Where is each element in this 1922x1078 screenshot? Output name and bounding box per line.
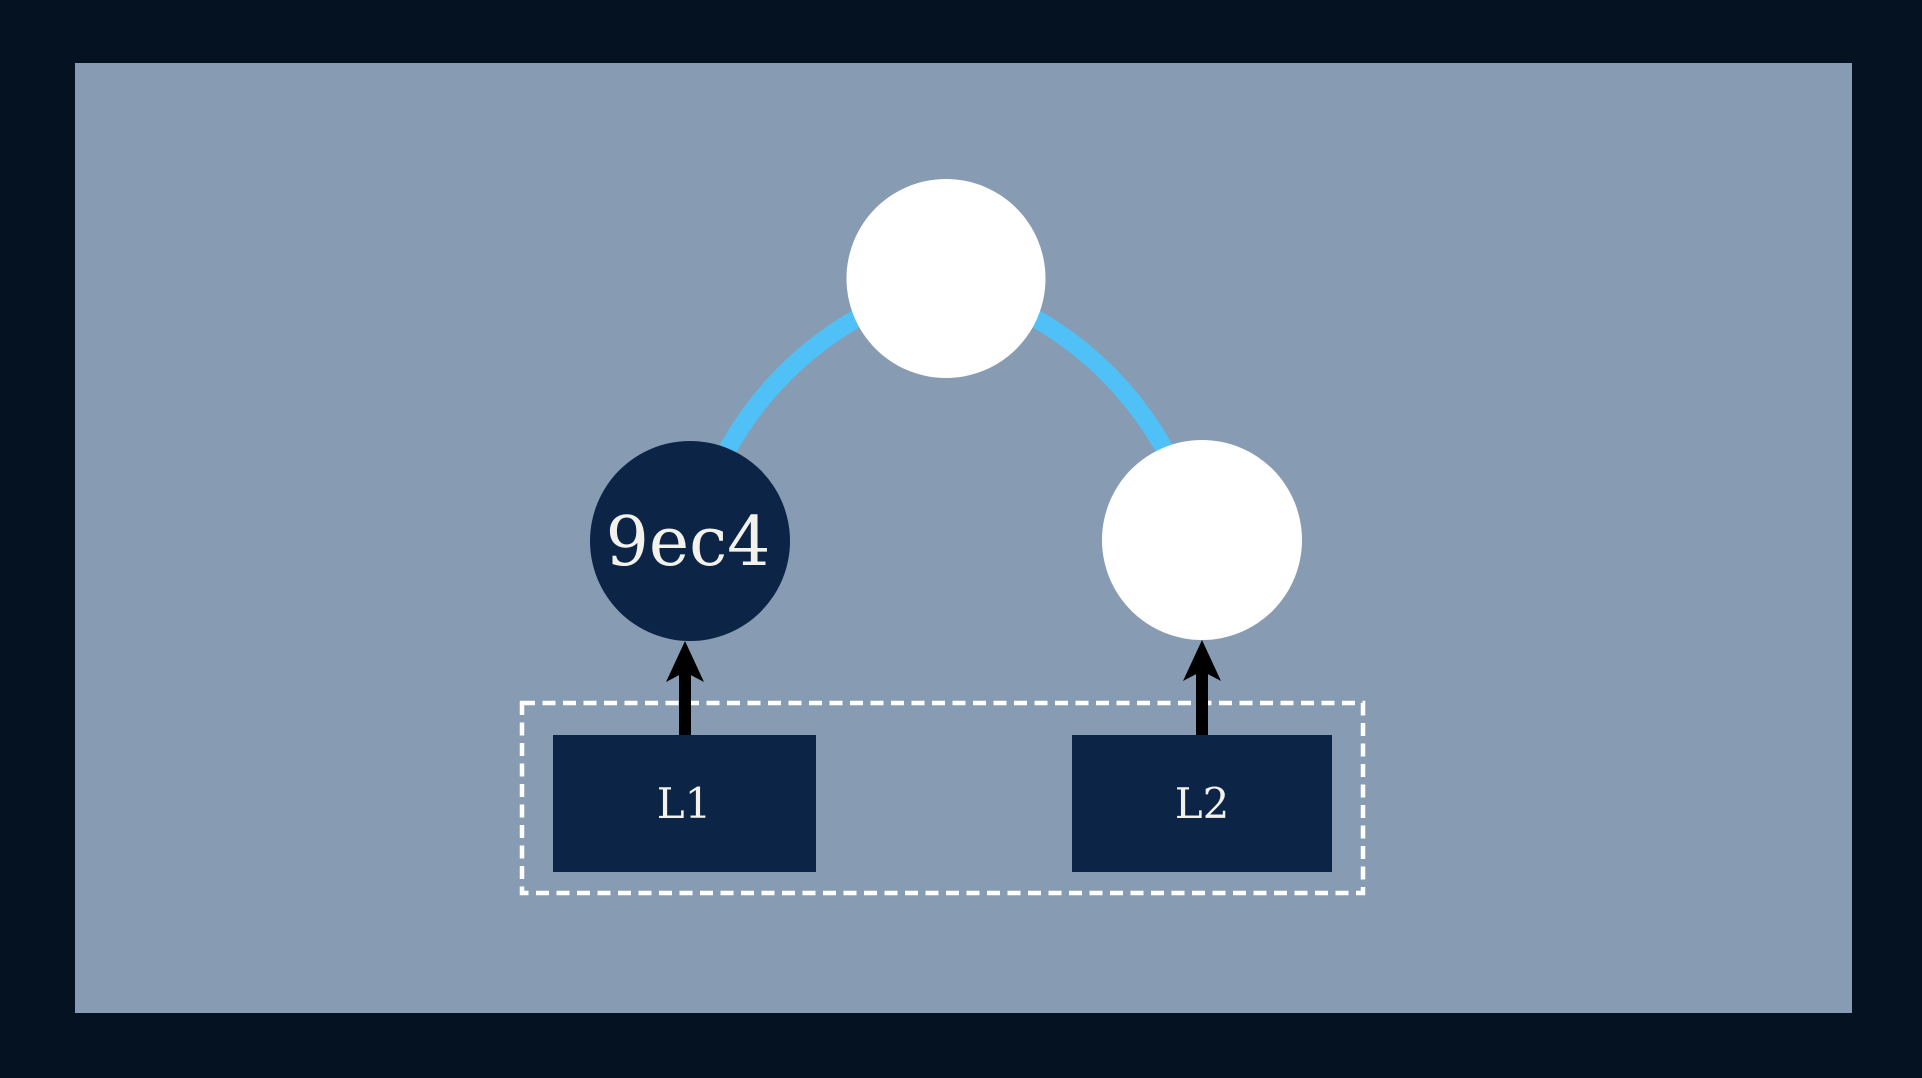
arrow-shaft: [679, 664, 691, 737]
leaf-group-dashed-box: [519, 700, 1366, 896]
arrow-head: [1183, 640, 1221, 681]
arrow-l2-to-right-child: [1183, 640, 1221, 737]
node-left-child-label: 9ec4: [606, 503, 771, 582]
node-left-child-circle: [590, 441, 790, 641]
leaf-box-l1-label: L1: [657, 779, 712, 828]
node-right-child-circle: [1102, 440, 1302, 640]
leaf-box-l2: [1072, 735, 1332, 872]
arrow-l1-to-left-child: [666, 641, 704, 737]
leaf-box-l1: [553, 735, 816, 872]
arrow-shaft: [1196, 663, 1208, 737]
arrow-head: [666, 641, 704, 682]
node-root-circle: [846, 179, 1046, 378]
leaf-box-l2-label: L2: [1175, 779, 1230, 828]
